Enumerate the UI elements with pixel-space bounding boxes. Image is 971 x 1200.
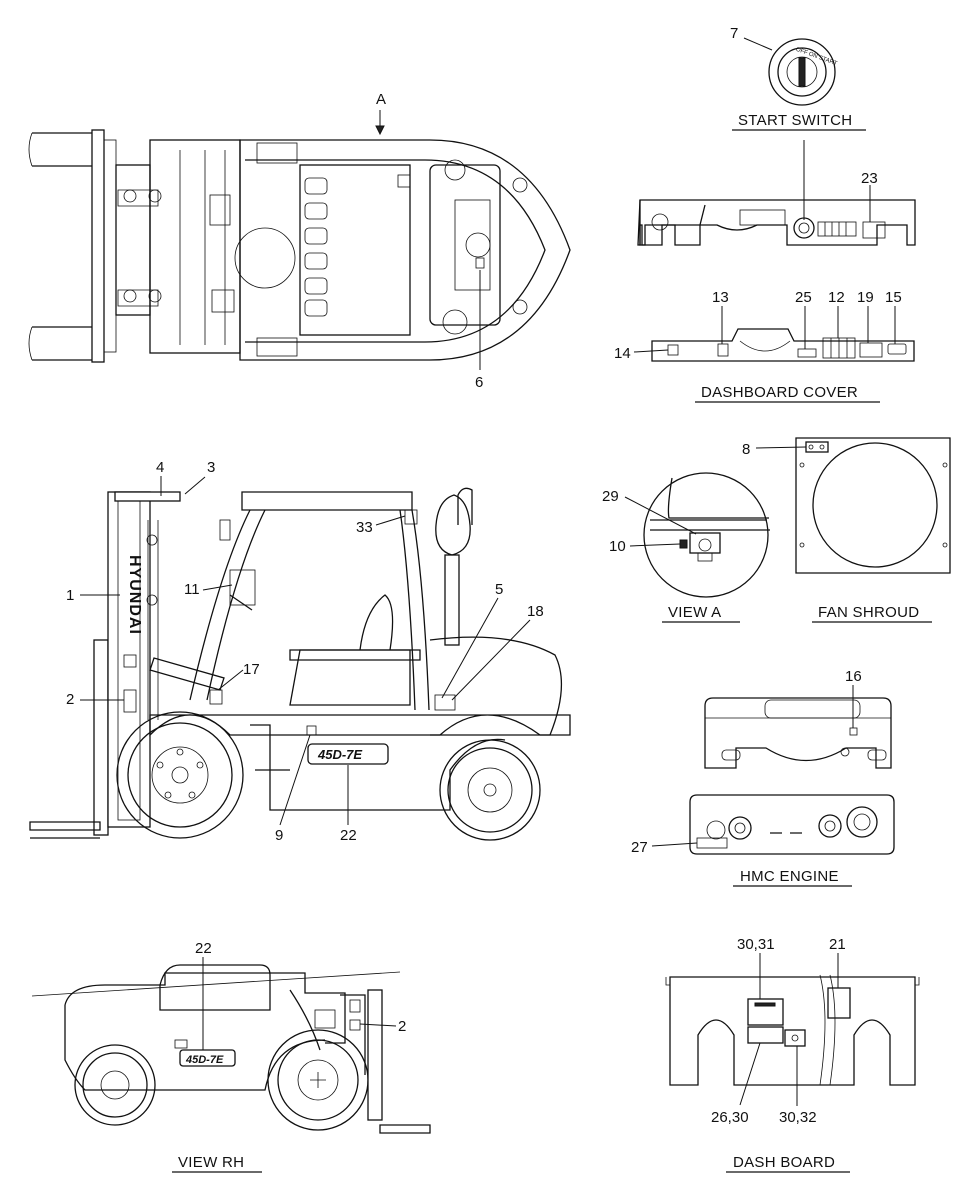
callout-12: 12 — [828, 289, 845, 306]
callout-5: 5 — [495, 581, 503, 598]
view-a: 29 10 VIEW A — [602, 472, 770, 623]
dashboard-cover: 13 25 12 19 15 14 DASHBOARD COVER — [614, 289, 915, 403]
callout-30-31: 30,31 — [737, 936, 775, 953]
caption-view-rh: VIEW RH — [178, 1154, 244, 1171]
caption-fan-shroud: FAN SHROUD — [818, 604, 919, 621]
callout-25: 25 — [795, 289, 812, 306]
callout-11: 11 — [184, 581, 200, 598]
hmc-engine: 27 HMC ENGINE — [631, 794, 895, 887]
model-decal-side: 45D-7E — [317, 747, 362, 762]
callout-15: 15 — [885, 289, 902, 306]
callout-3: 3 — [207, 459, 215, 476]
callout-26-30: 26,30 — [711, 1109, 749, 1126]
dash-board: 30,31 21 26,30 30,32 DASH BOARD — [665, 936, 920, 1173]
callout-16: 16 — [845, 668, 862, 685]
callout-19: 19 — [857, 289, 874, 306]
callout-33: 33 — [356, 519, 373, 536]
callout-13: 13 — [712, 289, 729, 306]
fan-shroud: 8 FAN SHROUD — [742, 437, 951, 623]
callout-27: 27 — [631, 839, 648, 856]
view-marker-a: A — [376, 91, 386, 108]
callout-17: 17 — [243, 661, 260, 678]
callout-29: 29 — [602, 488, 619, 505]
caption-view-a: VIEW A — [668, 604, 721, 621]
callout-14: 14 — [614, 345, 631, 362]
callout-9: 9 — [275, 827, 283, 844]
callout-6: 6 — [475, 374, 483, 391]
callout-2: 2 — [66, 691, 74, 708]
callout-7: 7 — [730, 25, 738, 42]
hood-panel: 16 — [704, 668, 892, 769]
caption-start-switch: START SWITCH — [738, 112, 852, 129]
model-decal-rh: 45D-7E — [185, 1054, 224, 1066]
caption-dash-board: DASH BOARD — [733, 1154, 835, 1171]
callout-8: 8 — [742, 441, 750, 458]
dashboard-mount: 23 — [637, 140, 916, 246]
view-rh: 45D-7E 22 2 VIEW RH — [31, 940, 431, 1173]
callout-22: 22 — [340, 827, 357, 844]
start-switch: OFF ON START 7 START SWITCH — [730, 25, 866, 131]
callout-22-rh: 22 — [195, 940, 212, 957]
callout-4: 4 — [156, 459, 164, 476]
callout-10: 10 — [609, 538, 626, 555]
side-view: HYUNDAI 45D-7E — [29, 459, 571, 844]
mast-brand-text: HYUNDAI — [126, 555, 143, 635]
callout-18: 18 — [527, 603, 544, 620]
callout-1: 1 — [66, 587, 74, 604]
caption-dashboard-cover: DASHBOARD COVER — [701, 384, 858, 401]
caption-hmc-engine: HMC ENGINE — [740, 868, 839, 885]
callout-2-rh: 2 — [398, 1018, 406, 1035]
top-view: A 6 — [28, 91, 571, 391]
callout-23: 23 — [861, 170, 878, 187]
callout-21: 21 — [829, 936, 846, 953]
callout-30-32: 30,32 — [779, 1109, 817, 1126]
